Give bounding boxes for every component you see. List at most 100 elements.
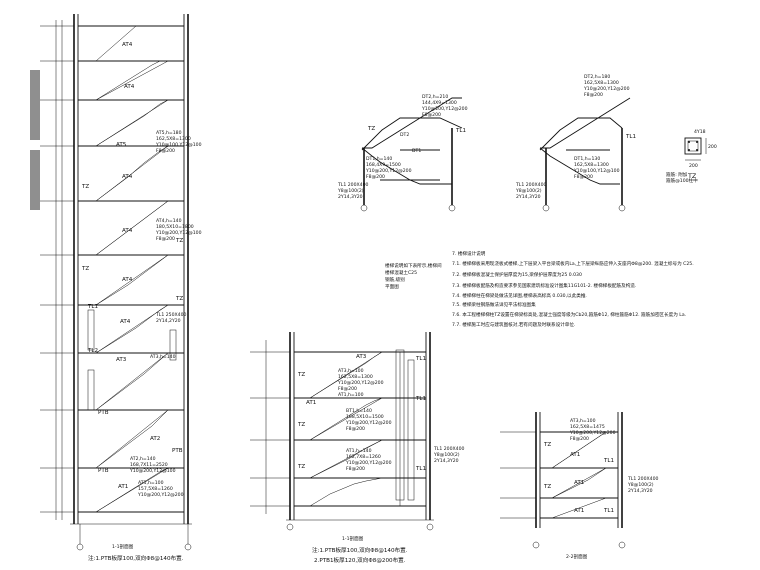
svg-text:Y8@100(2): Y8@100(2) bbox=[515, 188, 542, 194]
svg-text:7.3. 楼梯梯板配筋及构造要求参见国家建筑标准设计图集11: 7.3. 楼梯梯板配筋及构造要求参见国家建筑标准设计图集11G101-2. 楼梯… bbox=[452, 282, 636, 289]
flight-label: AT4 bbox=[122, 42, 133, 48]
flight-label: AT2 bbox=[150, 436, 160, 442]
tz-label: TZ bbox=[81, 184, 89, 190]
svg-text:Y10@100,Y12@100: Y10@100,Y12@100 bbox=[155, 142, 202, 148]
svg-text:TL1 250X400: TL1 250X400 bbox=[155, 312, 187, 318]
svg-text:7. 楼梯设计说明: 7. 楼梯设计说明 bbox=[452, 250, 486, 257]
svg-text:TZ: TZ bbox=[297, 422, 305, 428]
svg-text:2Y14,2Y20: 2Y14,2Y20 bbox=[156, 318, 181, 324]
svg-text:200: 200 bbox=[708, 144, 717, 150]
tz-label: TZ bbox=[175, 296, 183, 302]
elevation-marks bbox=[40, 20, 74, 520]
tz-column-detail: 4Y18 200 200 TZ 箍筋: 附加 箍筋@100柱中 bbox=[666, 129, 717, 184]
svg-text:7.6. 本工程楼梯梯柱TZ设置在梯梁标高处,混凝土强度等级: 7.6. 本工程楼梯梯柱TZ设置在梯梁标高处,混凝土强度等级为Cb20,箍筋Φ1… bbox=[452, 311, 686, 318]
tl-label: TL1 bbox=[87, 304, 99, 310]
svg-text:楼梯混凝土C25: 楼梯混凝土C25 bbox=[385, 269, 417, 276]
right-section: AT3,h=100 162,5X8=1475 Y10@200,Y12@200 F… bbox=[500, 412, 659, 560]
svg-text:200: 200 bbox=[689, 163, 698, 169]
svg-text:F8@200: F8@200 bbox=[346, 466, 365, 472]
top-detail-a: DT2,h=210 144,4X9=1300 Y10@200,Y12@200 F… bbox=[337, 94, 468, 212]
svg-text:F8@200: F8@200 bbox=[366, 174, 385, 180]
tl-label: TL2 bbox=[87, 348, 98, 354]
svg-text:Y10@200,Y12@200: Y10@200,Y12@200 bbox=[345, 420, 392, 426]
svg-text:AT3,h=100: AT3,h=100 bbox=[338, 368, 364, 374]
svg-text:7.1. 楼梯梯板采用现浇板式楼梯,上下层梁入平台梁或板内L: 7.1. 楼梯梯板采用现浇板式楼梯,上下层梁入平台梁或板内La,上下层梁纵筋应伸… bbox=[452, 260, 694, 267]
svg-text:7.2. 楼梯梯板混凝土保护层厚度为15,梁保护层厚度为25: 7.2. 楼梯梯板混凝土保护层厚度为15,梁保护层厚度为25 0.030 bbox=[452, 271, 582, 278]
svg-text:Y10@200,Y12@200: Y10@200,Y12@200 bbox=[137, 492, 184, 498]
grid-bubble bbox=[184, 543, 192, 551]
svg-text:Y10@200,Y12@200: Y10@200,Y12@200 bbox=[345, 460, 392, 466]
top-detail-b: DT2,h=180 162,5X8=1300 Y10@200,Y12@200 F… bbox=[515, 74, 637, 212]
svg-text:Y10@200,Y12@200: Y10@200,Y12@200 bbox=[337, 380, 384, 386]
flight-label: AT5 bbox=[116, 142, 127, 148]
flight-label: AT4 bbox=[122, 174, 133, 180]
svg-text:7.4. 楼梯梯柱在梯梁处做法见详图,楼梯表高标高 0.03: 7.4. 楼梯梯柱在梯梁处做法见详图,楼梯表高标高 0.030,以此类推. bbox=[452, 292, 587, 299]
svg-text:162,5X8=1300: 162,5X8=1300 bbox=[156, 136, 191, 142]
svg-text:2Y14,3Y20: 2Y14,3Y20 bbox=[338, 194, 363, 200]
svg-text:Y10@200,Y12@200: Y10@200,Y12@200 bbox=[569, 430, 616, 436]
svg-text:箍筋@100柱中: 箍筋@100柱中 bbox=[666, 177, 698, 184]
svg-text:TL1: TL1 bbox=[415, 466, 427, 472]
flight-label: AT3 bbox=[116, 357, 127, 363]
svg-text:F8@200: F8@200 bbox=[570, 436, 589, 442]
svg-text:TZ: TZ bbox=[543, 484, 551, 490]
svg-text:Y8@100(2): Y8@100(2) bbox=[627, 482, 654, 488]
svg-text:F8@200: F8@200 bbox=[156, 236, 175, 242]
svg-text:Y8@100(2): Y8@100(2) bbox=[337, 188, 364, 194]
svg-text:TL1 200X400: TL1 200X400 bbox=[433, 446, 465, 452]
left-tall-section: AT4 AT4 AT5 AT4 AT4 AT4 AT4 AT3 AT2 AT1 … bbox=[30, 14, 202, 562]
svg-text:2Y14,3Y20: 2Y14,3Y20 bbox=[628, 488, 653, 494]
svg-text:钢筋,级别: 钢筋,级别 bbox=[385, 276, 405, 283]
left-section-title: 1-1剖面图 bbox=[112, 543, 134, 550]
svg-text:162,5X8=1475: 162,5X8=1475 bbox=[570, 424, 605, 430]
flight-label: AT4 bbox=[122, 277, 133, 283]
svg-text:DT1: DT1 bbox=[412, 148, 421, 154]
svg-text:Y10@200,Y12@100: Y10@200,Y12@100 bbox=[129, 468, 176, 474]
svg-text:162,5X8=1300: 162,5X8=1300 bbox=[574, 162, 609, 168]
right-section-title: 2-2剖面图 bbox=[566, 553, 588, 560]
svg-text:TZ: TZ bbox=[297, 464, 305, 470]
svg-text:Y10@200,Y12@200: Y10@200,Y12@200 bbox=[421, 106, 468, 112]
svg-text:4Y18: 4Y18 bbox=[694, 129, 706, 135]
svg-text:AT1,h=100: AT1,h=100 bbox=[138, 480, 164, 486]
svg-text:TL1 200X400: TL1 200X400 bbox=[337, 182, 369, 188]
svg-text:7.5. 楼梯梁柱钢筋做法详见平法标准图集: 7.5. 楼梯梁柱钢筋做法详见平法标准图集 bbox=[452, 301, 536, 308]
middle-section: AT3 AT3,h=100 162,5X8=1300 Y10@200,Y12@2… bbox=[250, 332, 465, 564]
svg-text:Y10@200,Y12@200: Y10@200,Y12@200 bbox=[583, 86, 630, 92]
svg-text:F8@200: F8@200 bbox=[338, 386, 357, 392]
svg-text:F8@200: F8@200 bbox=[584, 92, 603, 98]
svg-text:TZ: TZ bbox=[687, 172, 697, 180]
svg-text:AT2,h=140: AT2,h=140 bbox=[130, 456, 156, 462]
flight-label: AT4 bbox=[124, 84, 135, 90]
svg-text:AT5,h=180: AT5,h=180 bbox=[156, 130, 182, 136]
svg-text:Y10@200,Y12@100: Y10@200,Y12@100 bbox=[155, 230, 202, 236]
svg-text:157,5X8=1260: 157,5X8=1260 bbox=[138, 486, 173, 492]
svg-text:AT3: AT3 bbox=[356, 354, 367, 360]
svg-text:7.7. 楼梯施工时应与建筑图核对,若有问题及时联系设计单位: 7.7. 楼梯施工时应与建筑图核对,若有问题及时联系设计单位. bbox=[452, 321, 575, 328]
svg-text:Y10@200,Y12@200: Y10@200,Y12@200 bbox=[365, 168, 412, 174]
svg-text:TL1: TL1 bbox=[603, 508, 615, 514]
general-notes: 楼梯说明如下表所示,楼梯间 楼梯混凝土C25 钢筋,级别 平面图 7. 楼梯设计… bbox=[385, 250, 694, 328]
svg-text:2Y14,3Y20: 2Y14,3Y20 bbox=[434, 458, 459, 464]
svg-text:TL1: TL1 bbox=[415, 356, 427, 362]
middle-section-title: 1-1剖面图 bbox=[342, 535, 364, 542]
middle-caption-1: 注:1.PTB板厚100,双向Φ8@140布置. bbox=[312, 546, 408, 554]
stair-flights bbox=[95, 25, 169, 513]
svg-text:DT1,h=140: DT1,h=140 bbox=[366, 156, 392, 162]
elevation-text-block bbox=[30, 70, 40, 210]
svg-text:BT1,h=140: BT1,h=140 bbox=[346, 408, 372, 414]
svg-text:180,5X10=1800: 180,5X10=1800 bbox=[156, 224, 194, 230]
svg-text:TZ: TZ bbox=[543, 442, 551, 448]
svg-text:168,4X9=1500: 168,4X9=1500 bbox=[366, 162, 401, 168]
svg-text:DT1,h=130: DT1,h=130 bbox=[574, 156, 600, 162]
svg-text:162,7X8=1260: 162,7X8=1260 bbox=[346, 454, 381, 460]
svg-text:Y8@100(2): Y8@100(2) bbox=[433, 452, 460, 458]
grid-bubble bbox=[76, 543, 84, 551]
flight-label: AT4 bbox=[120, 319, 131, 325]
svg-text:DT2,h=210: DT2,h=210 bbox=[422, 94, 448, 100]
svg-text:箍筋: 附加: 箍筋: 附加 bbox=[666, 171, 688, 178]
svg-text:AT1: AT1 bbox=[574, 480, 585, 486]
svg-text:F8@200: F8@200 bbox=[346, 426, 365, 432]
svg-text:TL1: TL1 bbox=[455, 128, 467, 134]
svg-text:Y10@100,Y12@100: Y10@100,Y12@100 bbox=[573, 168, 620, 174]
